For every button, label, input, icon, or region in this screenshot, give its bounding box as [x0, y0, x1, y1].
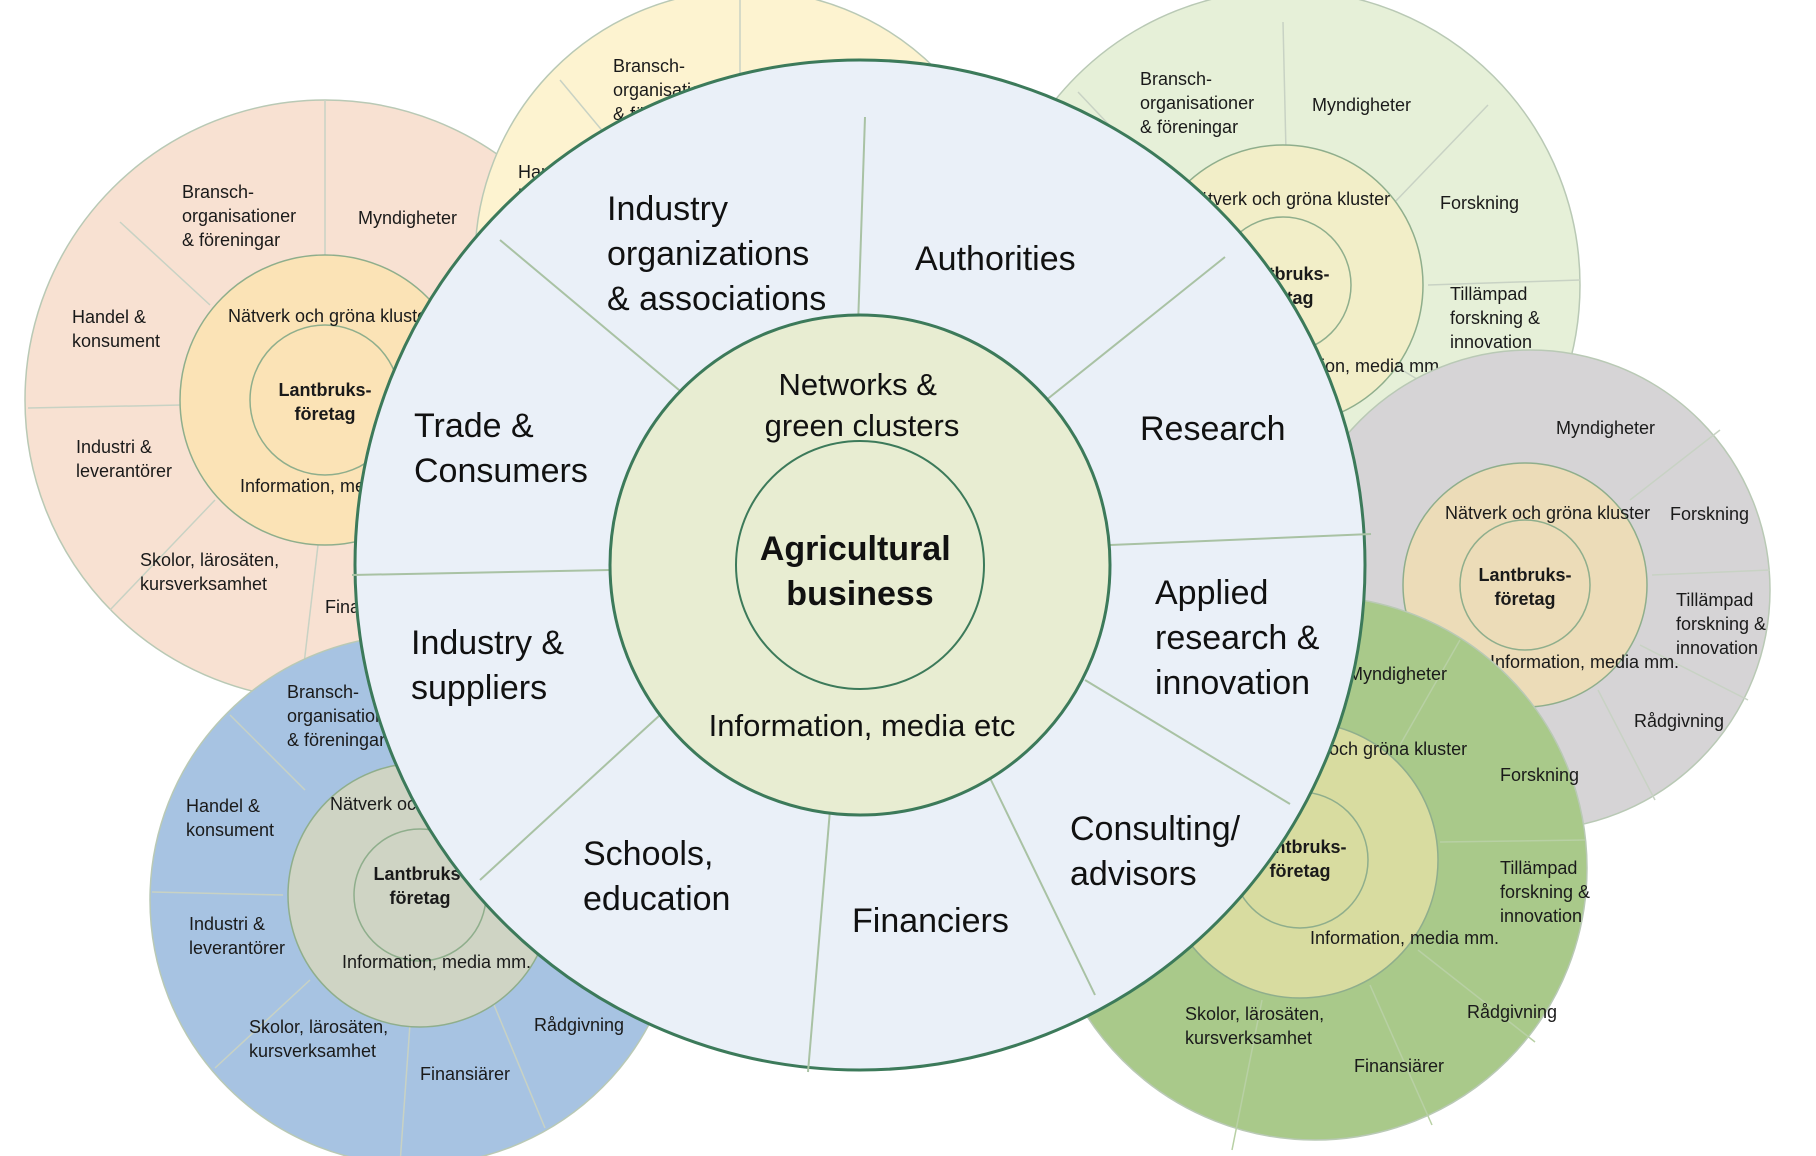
- peach-label-center: Lantbruks-företag: [278, 380, 371, 424]
- sector-label-schools: Schools, education: [583, 835, 730, 918]
- label-information-media: Information, media etc: [709, 708, 1016, 743]
- green-label-radgivning: Rådgivning: [1467, 1002, 1557, 1022]
- blue-label-handel: Handel &konsument: [186, 796, 274, 840]
- sector-label-research: Research: [1140, 410, 1286, 448]
- blue-label-skolor: Skolor, lärosäten,kursverksamhet: [249, 1017, 388, 1061]
- label-networks-green-clusters: Networks & green clusters: [765, 367, 960, 443]
- peach-label-skolor: Skolor, lärosäten,kursverksamhet: [140, 550, 279, 594]
- peach-label-myndigheter: Myndigheter: [358, 208, 457, 228]
- sector-label-financiers: Financiers: [852, 902, 1009, 940]
- main-sector-dividers: [351, 116, 1372, 1073]
- blue-label-finansiarer: Finansiärer: [420, 1064, 510, 1084]
- peach-label-handel: Handel &konsument: [72, 307, 160, 351]
- main-center: [735, 440, 985, 690]
- sector-label-authorities: Authorities: [915, 240, 1076, 278]
- peach-label-industri: Industri &leverantörer: [76, 437, 172, 481]
- green-label-finansiarer: Finansiärer: [1354, 1056, 1444, 1076]
- gray-label-center: Lantbruks-företag: [1478, 565, 1571, 609]
- green-label-skolor: Skolor, lärosäten,kursverksamhet: [1185, 1004, 1324, 1048]
- lightgreen-label-myndigheter: Myndigheter: [1312, 95, 1411, 115]
- sector-label-trade-consumers: Trade & Consumers: [414, 407, 588, 490]
- main-circle: Industry organizations & associations Au…: [351, 58, 1372, 1073]
- green-label-information: Information, media mm.: [1310, 928, 1499, 948]
- gray-label-networks: Nätverk och gröna kluster: [1445, 503, 1650, 523]
- sector-label-industry-organizations: Industry organizations & associations: [607, 190, 826, 318]
- label-agricultural-business: Agricultural business: [760, 530, 960, 613]
- gray-center: [1459, 519, 1591, 651]
- sector-label-industry-suppliers: Industry & suppliers: [411, 624, 574, 707]
- lightgreen-label-forskning: Forskning: [1440, 193, 1519, 213]
- blue-label-radgivning: Rådgivning: [534, 1015, 624, 1035]
- lightgreen-label-networks: Nätverk och gröna kluster: [1185, 189, 1390, 209]
- gray-label-information: Information, media mm.: [1490, 652, 1679, 672]
- sector-label-applied-research: Applied research & innovation: [1155, 574, 1329, 702]
- blue-label-center: Lantbruks-företag: [373, 864, 466, 908]
- gray-label-myndigheter: Myndigheter: [1556, 418, 1655, 438]
- green-label-forskning: Forskning: [1500, 765, 1579, 785]
- gray-label-forskning: Forskning: [1670, 504, 1749, 524]
- peach-label-bransch: Bransch-organisationer& föreningar: [182, 182, 296, 250]
- green-label-myndigheter: Myndigheter: [1348, 664, 1447, 684]
- lightgreen-label-bransch: Bransch-organisationer& föreningar: [1140, 69, 1254, 137]
- blue-label-information: Information, media mm.: [342, 952, 531, 972]
- sector-label-consulting: Consulting/ advisors: [1070, 810, 1250, 893]
- blue-label-industri: Industri &leverantörer: [189, 914, 285, 958]
- blue-label-bransch: Bransch-organisationer& föreningar: [287, 682, 401, 750]
- peach-label-networks: Nätverk och gröna kluster: [228, 306, 433, 326]
- gray-label-radgivning: Rådgivning: [1634, 711, 1724, 731]
